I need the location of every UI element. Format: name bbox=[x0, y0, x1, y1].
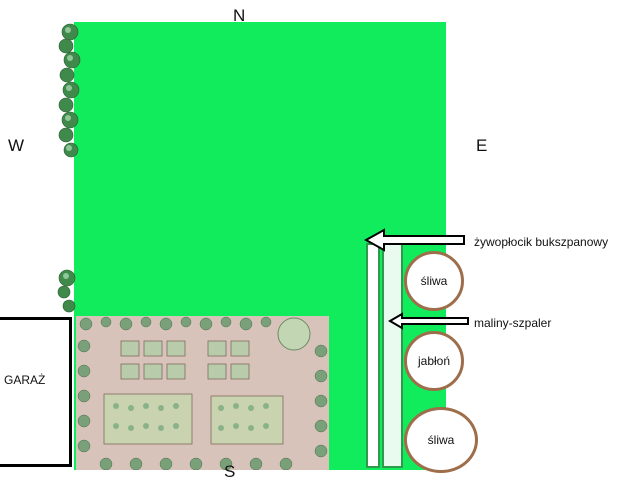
tree-plum-south: śliwa bbox=[404, 407, 478, 473]
hedge-annotation: żywopłocik bukszpanowy bbox=[474, 235, 609, 249]
compass-south: S bbox=[224, 462, 236, 481]
tree-plum-north: śliwa bbox=[404, 251, 464, 311]
hedge-arrow-icon bbox=[364, 228, 465, 252]
raspberry-annotation: maliny-szpaler bbox=[474, 316, 552, 330]
garage-label: GARAŻ bbox=[4, 373, 46, 387]
shrub-row-icon bbox=[57, 23, 81, 313]
compass-west: W bbox=[8, 136, 25, 155]
boxwood-hedge-strip bbox=[366, 243, 380, 468]
vegetable-garden-illustration-icon bbox=[76, 316, 329, 470]
tree-apple: jabłoń bbox=[404, 331, 464, 391]
tree-label-plum-south: śliwa bbox=[427, 433, 455, 447]
compass-north: N bbox=[233, 6, 246, 25]
raspberry-arrow-icon bbox=[388, 312, 469, 330]
compass-east: E bbox=[476, 136, 488, 155]
tree-label-plum-north: śliwa bbox=[420, 274, 448, 288]
vegetable-garden-image bbox=[76, 316, 329, 470]
tree-label-apple: jabłoń bbox=[417, 354, 451, 368]
raspberry-trellis-strip bbox=[382, 243, 403, 468]
garage bbox=[0, 317, 72, 467]
